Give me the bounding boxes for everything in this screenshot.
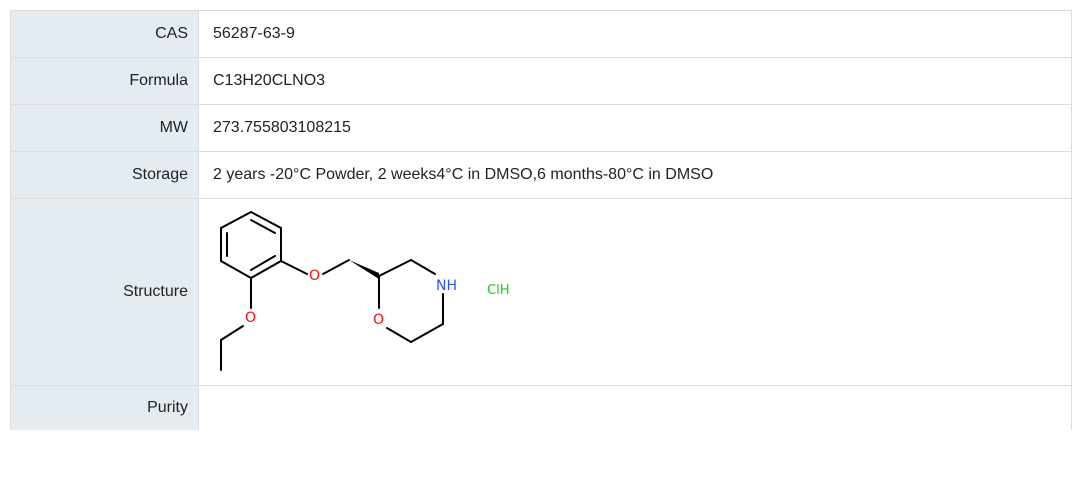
benzene-inner-bond-1	[250, 219, 276, 234]
structure-cell: O O O NH ClH	[198, 198, 1072, 386]
structure-diagram: O O O NH ClH	[220, 211, 509, 371]
row-structure: Structure	[10, 198, 1072, 386]
bond-o2-ch2	[220, 325, 244, 341]
storage-label: Storage	[10, 151, 199, 199]
structure-bonds	[220, 211, 444, 371]
row-cas: CAS 56287-63-9	[10, 10, 1072, 58]
bond-ring-o1	[280, 260, 308, 275]
atom-o3: O	[373, 312, 384, 328]
formula-value: C13H20CLNO3	[198, 57, 1072, 105]
structure-atoms: O O O NH ClH	[245, 268, 509, 328]
morph-bond-5	[386, 327, 412, 343]
row-formula: Formula C13H20CLNO3	[10, 57, 1072, 105]
mw-label: MW	[10, 104, 199, 152]
cas-value: 56287-63-9	[198, 10, 1072, 58]
storage-value: 2 years -20°C Powder, 2 weeks4°C in DMSO…	[198, 151, 1072, 199]
benzene-ring	[220, 211, 282, 280]
mw-value: 273.755803108215	[198, 104, 1072, 152]
atom-nh: NH	[436, 278, 457, 294]
row-purity: Purity	[10, 385, 1072, 430]
cas-label: CAS	[10, 10, 199, 58]
purity-label: Purity	[10, 385, 199, 430]
purity-value	[198, 385, 1072, 430]
property-table: CAS 56287-63-9 Formula C13H20CLNO3 MW 27…	[10, 10, 1072, 430]
wedge-bond	[349, 260, 379, 279]
row-storage: Storage 2 years -20°C Powder, 2 weeks4°C…	[10, 151, 1072, 199]
atom-o2: O	[245, 310, 256, 326]
morph-bond-4	[410, 323, 444, 343]
morph-bond-2	[410, 259, 436, 275]
benzene-inner-bond-2	[250, 255, 276, 271]
formula-label: Formula	[10, 57, 199, 105]
structure-label: Structure	[10, 198, 199, 386]
atom-salt: ClH	[487, 283, 509, 298]
morph-bond-1	[378, 259, 412, 277]
bond-o1-ch2	[322, 259, 350, 275]
atom-o1: O	[309, 268, 320, 284]
row-mw: MW 273.755803108215	[10, 104, 1072, 152]
